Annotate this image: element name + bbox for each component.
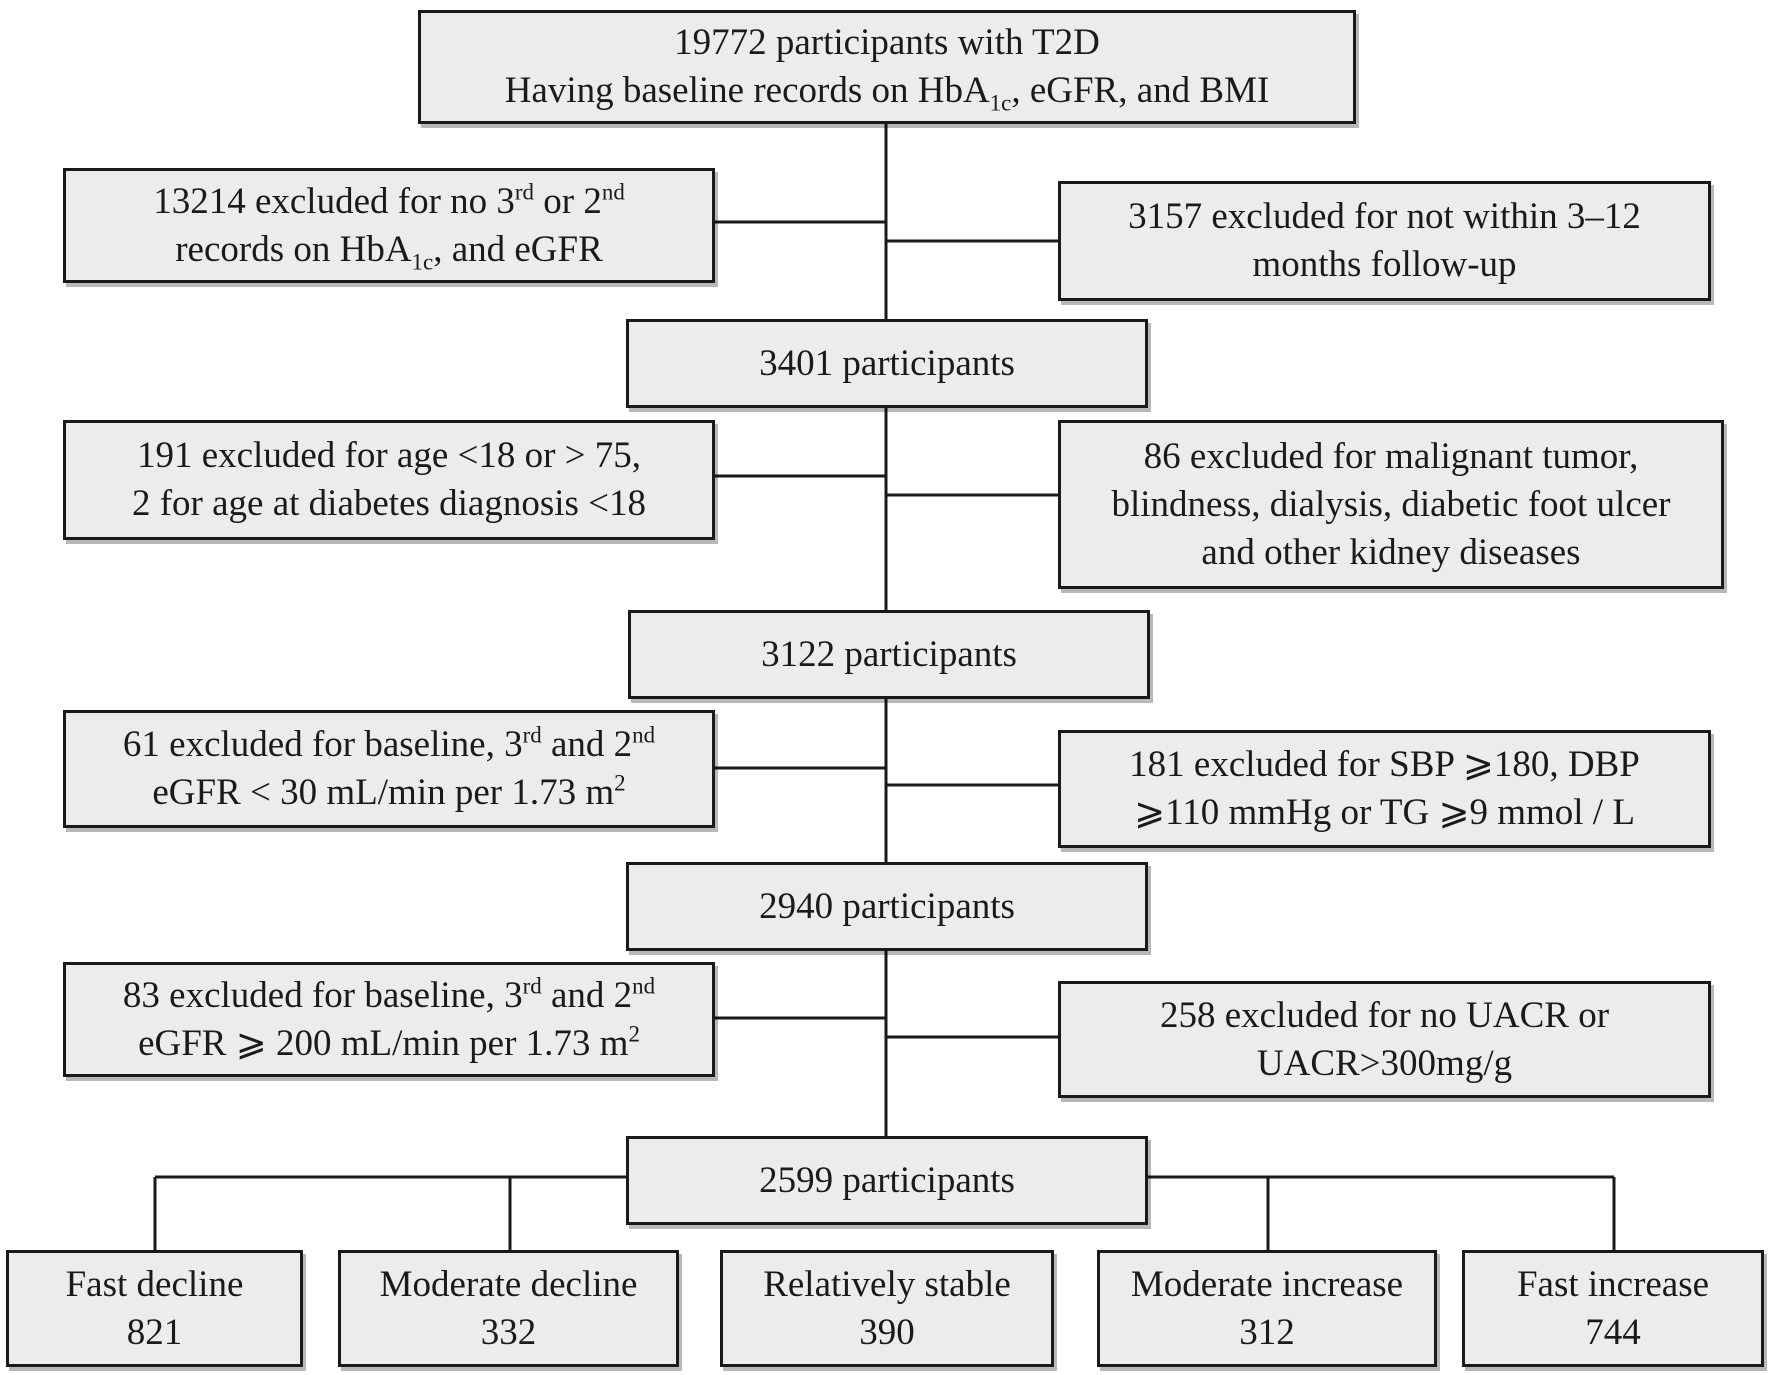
exclusion-right-1-line-2: months follow-up bbox=[1252, 244, 1517, 285]
group-count: 744 bbox=[1585, 1311, 1641, 1353]
exclusion-left-4-line-1: 83 excluded for baseline, 3rd and 2nd bbox=[122, 973, 656, 1016]
exclusion-left-1-line-1: 13214 excluded for no 3rd or 2nd bbox=[153, 179, 625, 222]
group-label: Fast decline bbox=[65, 1263, 244, 1305]
exclusion-right-2-line-1: 86 excluded for malignant tumor, bbox=[1143, 435, 1639, 477]
exclusion-box-right-3: 181 excluded for SBP ⩾180, DBP ⩾110 mmHg… bbox=[1058, 730, 1711, 848]
participants-box-2599: 2599 participants bbox=[626, 1136, 1148, 1225]
start-line-1: 19772 participants with T2D bbox=[674, 22, 1100, 63]
start-line-2: Having baseline records on HbA1c, eGFR, … bbox=[504, 70, 1270, 116]
exclusion-left-2-line-1: 191 excluded for age <18 or > 75, bbox=[136, 435, 642, 476]
exclusion-right-2-line-3: and other kidney diseases bbox=[1201, 531, 1581, 573]
exclusion-box-left-3: 61 excluded for baseline, 3rd and 2nd eG… bbox=[63, 710, 715, 828]
group-count: 332 bbox=[480, 1311, 537, 1353]
exclusion-left-1-line-2: records on HbA1c, and eGFR bbox=[175, 228, 603, 274]
exclusion-left-2-line-2: 2 for age at diabetes diagnosis <18 bbox=[131, 483, 647, 524]
exclusion-left-4-line-2: eGFR ⩾ 200 mL/min per 1.73 m2 bbox=[138, 1021, 640, 1064]
participants-3122-label: 3122 participants bbox=[761, 633, 1017, 675]
exclusion-box-right-4: 258 excluded for no UACR or UACR>300mg/g bbox=[1058, 981, 1711, 1098]
group-count: 821 bbox=[126, 1311, 183, 1353]
group-count: 390 bbox=[859, 1311, 915, 1353]
group-box-fast-decline: Fast decline 821 bbox=[6, 1250, 303, 1367]
participants-2599-label: 2599 participants bbox=[759, 1159, 1015, 1201]
start-box: 19772 participants with T2D Having basel… bbox=[418, 10, 1356, 124]
exclusion-left-3-line-2: eGFR < 30 mL/min per 1.73 m2 bbox=[152, 770, 626, 813]
group-box-fast-increase: Fast increase 744 bbox=[1462, 1250, 1764, 1367]
group-label: Fast increase bbox=[1516, 1263, 1710, 1305]
group-label: Moderate decline bbox=[379, 1263, 638, 1305]
participants-box-2940: 2940 participants bbox=[626, 862, 1148, 951]
exclusion-box-left-2: 191 excluded for age <18 or > 75, 2 for … bbox=[63, 420, 715, 540]
group-box-relatively-stable: Relatively stable 390 bbox=[720, 1250, 1054, 1367]
exclusion-box-left-4: 83 excluded for baseline, 3rd and 2nd eG… bbox=[63, 962, 715, 1077]
exclusion-right-4-line-2: UACR>300mg/g bbox=[1256, 1042, 1513, 1084]
exclusion-box-left-1: 13214 excluded for no 3rd or 2nd records… bbox=[63, 168, 715, 283]
exclusion-box-right-2: 86 excluded for malignant tumor, blindne… bbox=[1058, 420, 1724, 589]
exclusion-right-2-line-2: blindness, dialysis, diabetic foot ulcer bbox=[1111, 483, 1671, 525]
exclusion-left-3-line-1: 61 excluded for baseline, 3rd and 2nd bbox=[122, 722, 656, 765]
group-count: 312 bbox=[1239, 1311, 1295, 1353]
group-label: Relatively stable bbox=[763, 1263, 1011, 1305]
group-box-moderate-increase: Moderate increase 312 bbox=[1097, 1250, 1437, 1367]
participants-box-3122: 3122 participants bbox=[628, 610, 1150, 699]
participants-2940-label: 2940 participants bbox=[759, 885, 1015, 927]
exclusion-right-1-line-1: 3157 excluded for not within 3–12 bbox=[1128, 196, 1641, 237]
participants-box-3401: 3401 participants bbox=[626, 319, 1148, 408]
group-label: Moderate increase bbox=[1130, 1263, 1404, 1305]
participants-3401-label: 3401 participants bbox=[759, 342, 1015, 384]
exclusion-right-4-line-1: 258 excluded for no UACR or bbox=[1159, 994, 1610, 1036]
group-box-moderate-decline: Moderate decline 332 bbox=[338, 1250, 679, 1367]
exclusion-right-3-line-1: 181 excluded for SBP ⩾180, DBP bbox=[1129, 744, 1640, 785]
exclusion-right-3-line-2: ⩾110 mmHg or TG ⩾9 mmol / L bbox=[1134, 792, 1635, 833]
exclusion-box-right-1: 3157 excluded for not within 3–12 months… bbox=[1058, 181, 1711, 301]
